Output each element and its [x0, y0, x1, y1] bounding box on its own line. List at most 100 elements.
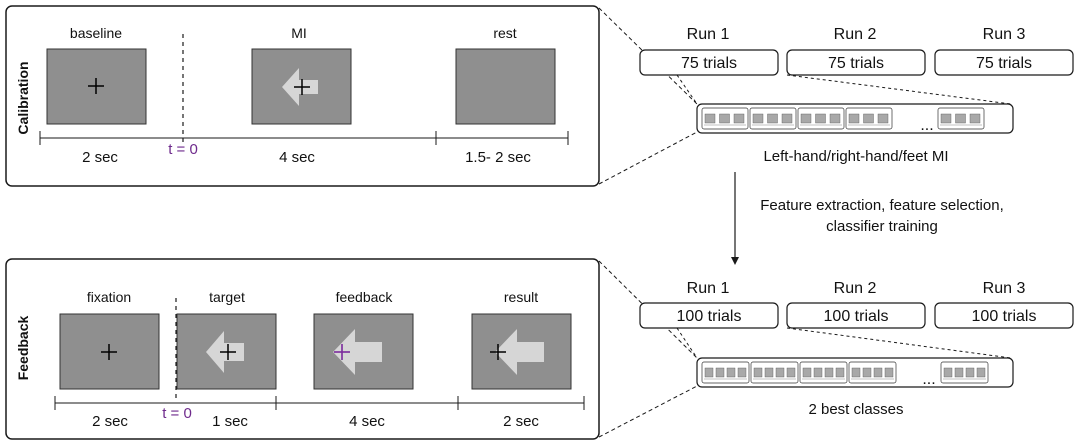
duration-feedback: 4 sec	[349, 413, 385, 430]
arrow-down-icon	[731, 257, 739, 265]
run-box	[639, 49, 779, 76]
duration-fixation: 2 sec	[92, 413, 128, 430]
feedback-cursor-icon	[334, 344, 350, 360]
trial-mini-screen	[704, 367, 714, 378]
trial-mini-screen	[965, 367, 975, 378]
calibration-runs: Run 1 Run 2 Run 3 75 trials 75 trials 75…	[639, 26, 1074, 165]
run-box	[934, 302, 1074, 329]
trial-mini-screen	[767, 113, 778, 124]
duration-baseline: 2 sec	[82, 149, 118, 166]
trial-mini	[749, 107, 797, 130]
trial-mini-screen	[752, 113, 764, 124]
fixation-cross-icon	[88, 78, 104, 94]
phase-label-fixation: fixation	[87, 289, 131, 305]
trial-mini-screen	[733, 113, 745, 124]
trial-mini-screen	[815, 113, 826, 124]
run-trials: 100 trials	[677, 308, 742, 325]
strip-ellipsis: ...	[920, 117, 933, 134]
calibration-side-label: Calibration	[15, 61, 31, 134]
run-label: Run 2	[834, 26, 877, 43]
trial-mini-screen	[862, 367, 872, 378]
run-box	[786, 49, 926, 76]
left-arrow-icon	[333, 329, 382, 375]
trial-mini-screen	[824, 367, 834, 378]
feedback-panel: Feedback fixation target feedback result	[5, 258, 600, 440]
trial-mini	[750, 361, 799, 384]
phase-label-mi: MI	[291, 25, 307, 41]
phase-label-result: result	[504, 289, 538, 305]
trial-mini-screen	[781, 113, 793, 124]
feedback-side-label: Feedback	[15, 315, 31, 380]
trial-mini-screen	[775, 367, 785, 378]
zoom-line-top	[598, 7, 698, 105]
feedback-caption: 2 best classes	[808, 401, 903, 418]
t-zero-label: t = 0	[162, 405, 192, 422]
trial-mini-screen	[726, 367, 736, 378]
trial-mini-screen	[851, 367, 861, 378]
trial-mini	[940, 361, 989, 384]
trial-mini-screen	[848, 113, 860, 124]
duration-rest: 1.5- 2 sec	[465, 149, 531, 166]
run-trials: 75 trials	[828, 55, 884, 72]
run-trials: 75 trials	[681, 55, 737, 72]
trial-thumbnails	[701, 361, 989, 384]
run-trials: 100 trials	[972, 308, 1037, 325]
run-trials: 100 trials	[824, 308, 889, 325]
calibration-caption: Left-hand/right-hand/feet MI	[763, 148, 948, 165]
trial-mini-screen	[940, 113, 952, 124]
fixation-cross-icon	[101, 344, 117, 360]
process-line-2: classifier training	[826, 218, 938, 235]
left-arrow-icon	[495, 329, 544, 375]
trial-mini-screen	[863, 113, 874, 124]
run-label: Run 3	[983, 26, 1026, 43]
trial-mini-screen	[786, 367, 796, 378]
trial-mini-screen	[704, 113, 716, 124]
run-label: Run 1	[687, 26, 730, 43]
duration-target: 1 sec	[212, 413, 248, 430]
run-label: Run 2	[834, 280, 877, 297]
phase-label-feedback: feedback	[336, 289, 394, 305]
calibration-panel: Calibration baseline MI rest 2 sec t = 0…	[5, 5, 600, 187]
run-label: Run 3	[983, 280, 1026, 297]
phase-label-rest: rest	[493, 25, 516, 41]
trial-mini-screen	[969, 113, 981, 124]
trial-mini-screen	[954, 367, 964, 378]
trial-mini	[701, 361, 750, 384]
zoom-line-top	[598, 260, 698, 359]
trial-mini-screen	[802, 367, 812, 378]
zoom-line-bottom	[598, 385, 698, 438]
run-box	[639, 302, 779, 329]
phase-label-baseline: baseline	[70, 25, 122, 41]
trial-mini-screen	[715, 367, 725, 378]
trial-mini-screen	[719, 113, 730, 124]
trial-mini	[848, 361, 897, 384]
rest-screen	[455, 48, 556, 125]
trial-mini-screen	[737, 367, 747, 378]
strip-ellipsis: ...	[922, 371, 935, 388]
fixation-cross-icon	[220, 344, 236, 360]
trial-mini-screen	[943, 367, 953, 378]
fixation-cross-icon	[490, 344, 506, 360]
trial-mini-screen	[829, 113, 841, 124]
trial-mini	[937, 107, 985, 130]
trial-mini	[797, 107, 845, 130]
run-label: Run 1	[687, 280, 730, 297]
trial-mini-screen	[877, 113, 889, 124]
duration-mi: 4 sec	[279, 149, 315, 166]
feedback-runs: Run 1 Run 2 Run 3 100 trials 100 trials …	[639, 280, 1074, 418]
trial-mini	[799, 361, 848, 384]
feedback-frame	[5, 258, 600, 440]
trial-mini-screen	[976, 367, 986, 378]
phase-label-target: target	[209, 289, 245, 305]
trial-mini-screen	[813, 367, 823, 378]
trial-mini-screen	[764, 367, 774, 378]
run-trials: 75 trials	[976, 55, 1032, 72]
trial-mini-screen	[753, 367, 763, 378]
zoom-line-bottom	[598, 131, 698, 185]
trial-thumbnails	[701, 107, 985, 130]
trial-mini	[845, 107, 893, 130]
trial-mini	[701, 107, 749, 130]
t-zero-label: t = 0	[168, 141, 198, 158]
trial-mini-screen	[873, 367, 883, 378]
